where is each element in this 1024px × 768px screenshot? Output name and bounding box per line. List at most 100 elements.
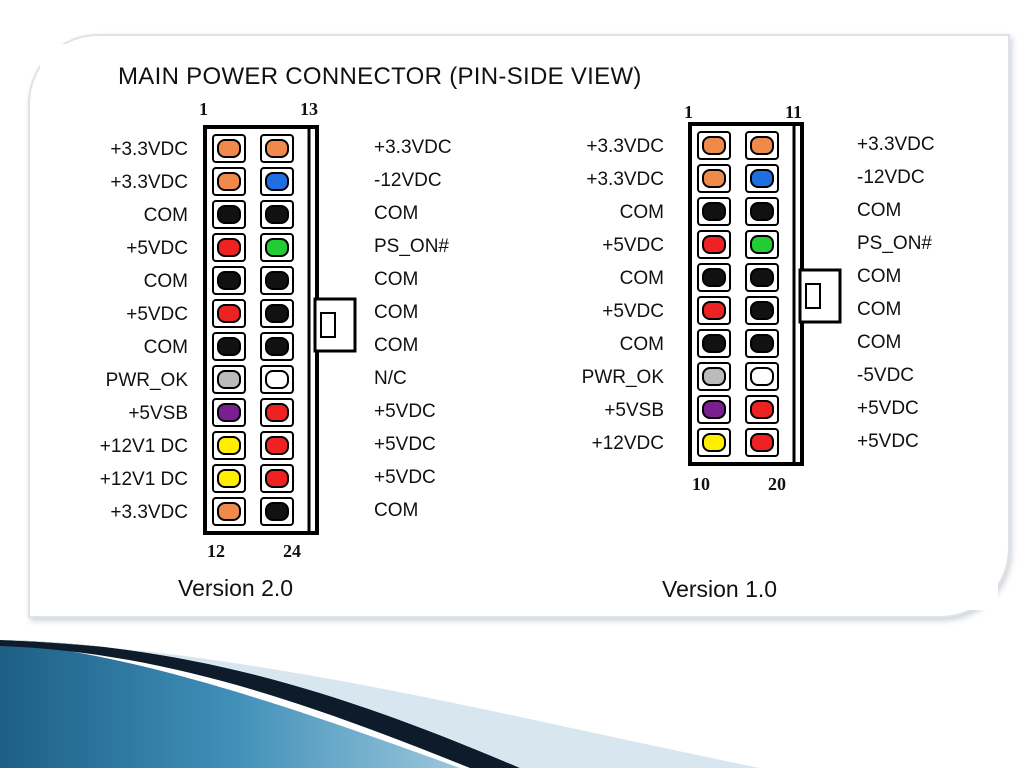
pin-label-left: COM [144, 271, 188, 292]
pin-wire-left [702, 367, 726, 386]
pin-wire-right [750, 367, 774, 386]
pin-label-right: +5VDC [857, 431, 919, 452]
pin-label-right: PS_ON# [857, 233, 932, 254]
pin-wire-right [265, 502, 289, 521]
pin-number-bottom-right: 20 [768, 474, 786, 494]
pin-label-left: COM [144, 205, 188, 226]
pin-wire-right [750, 268, 774, 287]
pin-wire-right [265, 271, 289, 290]
pin-wire-right [750, 235, 774, 254]
pin-label-right: +5VDC [374, 467, 436, 488]
connector-2: +3.3VDC +3.3VDC +3.3VDC -12VDC COM COM +5VDC PS… [582, 102, 935, 602]
pin-wire-left [217, 436, 241, 455]
pin-label-left: +5VSB [128, 403, 188, 424]
version-label: Version 2.0 [178, 575, 293, 601]
latch-tab-inner [320, 312, 336, 338]
pin-wire-right [265, 436, 289, 455]
pin-label-left: +3.3VDC [586, 136, 664, 157]
pin-number-top-right: 13 [300, 99, 318, 119]
pin-wire-right [265, 403, 289, 422]
pin-wire-right [265, 205, 289, 224]
pin-label-right: COM [857, 266, 901, 287]
pin-label-right: COM [374, 500, 418, 521]
pin-label-right: +5VDC [374, 434, 436, 455]
pin-wire-right [750, 169, 774, 188]
pin-wire-left [702, 334, 726, 353]
pin-wire-left [217, 205, 241, 224]
pin-label-right: +5VDC [374, 401, 436, 422]
pin-number-bottom-left: 10 [692, 474, 710, 494]
pin-wire-right [265, 172, 289, 191]
pin-wire-left [217, 403, 241, 422]
version-label: Version 1.0 [662, 576, 777, 602]
pin-label-left: COM [620, 202, 664, 223]
pin-label-right: +5VDC [857, 398, 919, 419]
pin-wire-left [702, 268, 726, 287]
pin-label-left: +3.3VDC [110, 139, 188, 160]
latch-tab-inner [805, 283, 821, 309]
diagram-title: MAIN POWER CONNECTOR (PIN-SIDE VIEW) [118, 63, 642, 90]
pin-label-left: +3.3VDC [110, 172, 188, 193]
pin-label-right: COM [374, 335, 418, 356]
pin-wire-right [265, 139, 289, 158]
pin-wire-left [702, 235, 726, 254]
pin-label-right: -12VDC [857, 167, 925, 188]
decorative-swoosh [0, 640, 760, 768]
pin-wire-left [702, 433, 726, 452]
pin-label-right: COM [857, 299, 901, 320]
pin-wire-right [265, 370, 289, 389]
pin-number-bottom-right: 24 [283, 541, 301, 561]
pin-wire-right [750, 136, 774, 155]
pin-number-top-right: 11 [785, 102, 802, 122]
pin-wire-right [750, 202, 774, 221]
pin-number-top-left: 1 [199, 99, 208, 119]
pin-label-left: PWR_OK [106, 370, 189, 391]
pin-label-right: COM [857, 332, 901, 353]
pin-label-right: COM [857, 200, 901, 221]
pin-label-right: N/C [374, 368, 407, 389]
pin-wire-right [750, 433, 774, 452]
pin-label-left: +5VDC [126, 304, 188, 325]
pin-label-right: +3.3VDC [857, 134, 935, 155]
pin-label-left: +12V1 DC [100, 469, 188, 490]
pin-wire-left [217, 238, 241, 257]
pin-wire-left [217, 304, 241, 323]
pin-wire-right [265, 337, 289, 356]
pinout-diagram: MAIN POWER CONNECTOR (PIN-SIDE VIEW) +3.… [40, 44, 998, 610]
pin-label-left: COM [144, 337, 188, 358]
pin-wire-right [265, 238, 289, 257]
pin-wire-left [217, 370, 241, 389]
pin-wire-left [702, 202, 726, 221]
connector-1: +3.3VDC +3.3VDC +3.3VDC -12VDC COM COM +5VDC PS… [100, 99, 452, 601]
pin-label-left: +12V1 DC [100, 436, 188, 457]
pin-label-left: +3.3VDC [586, 169, 664, 190]
pin-number-bottom-left: 12 [207, 541, 225, 561]
pin-label-right: COM [374, 203, 418, 224]
pin-wire-left [217, 502, 241, 521]
pin-wire-left [702, 400, 726, 419]
pin-wire-left [217, 139, 241, 158]
pinout-svg: MAIN POWER CONNECTOR (PIN-SIDE VIEW) +3.… [100, 63, 935, 602]
pin-label-right: -5VDC [857, 365, 914, 386]
pin-wire-right [750, 334, 774, 353]
pin-label-right: -12VDC [374, 170, 442, 191]
pin-number-top-left: 1 [684, 102, 693, 122]
pin-label-left: +5VDC [602, 235, 664, 256]
pin-label-left: +5VDC [602, 301, 664, 322]
pin-label-left: +5VSB [604, 400, 664, 421]
pin-label-right: +3.3VDC [374, 137, 452, 158]
pin-wire-right [750, 301, 774, 320]
pin-wire-left [702, 169, 726, 188]
pin-wire-right [750, 400, 774, 419]
pin-label-left: +3.3VDC [110, 502, 188, 523]
pin-label-right: PS_ON# [374, 236, 449, 257]
pin-wire-left [702, 301, 726, 320]
pin-label-right: COM [374, 269, 418, 290]
connectors-layer: +3.3VDC +3.3VDC +3.3VDC -12VDC COM COM +5VDC PS… [100, 99, 935, 602]
pin-wire-right [265, 469, 289, 488]
pin-wire-left [702, 136, 726, 155]
pin-label-right: COM [374, 302, 418, 323]
pin-wire-left [217, 337, 241, 356]
pin-wire-left [217, 172, 241, 191]
pin-label-left: COM [620, 268, 664, 289]
